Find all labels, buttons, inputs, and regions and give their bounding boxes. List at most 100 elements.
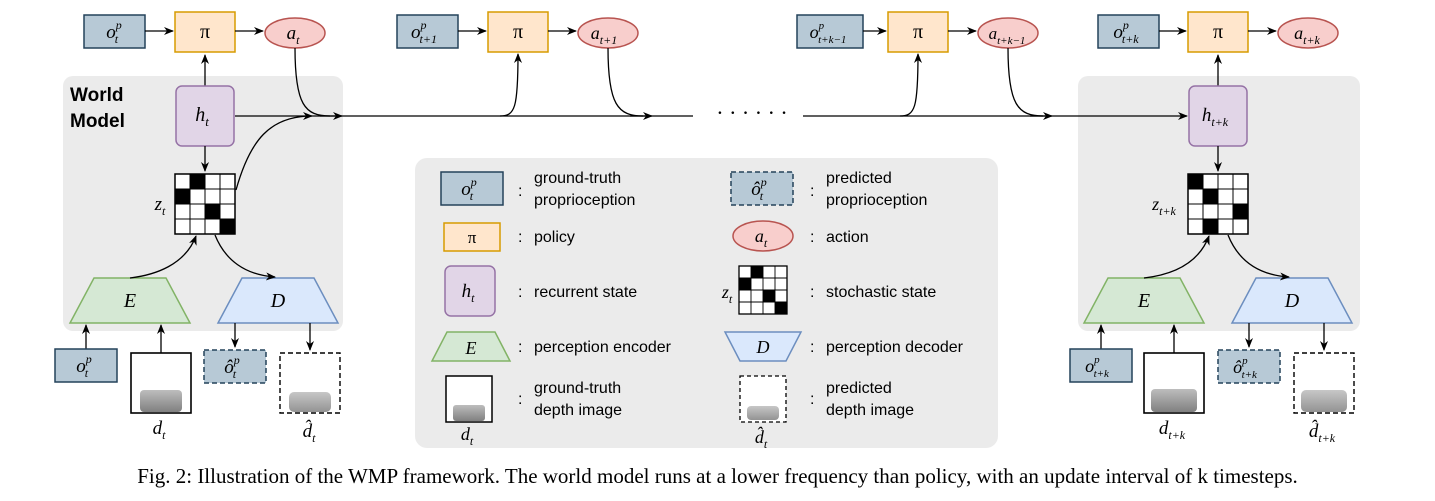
decoder-label: D — [1284, 290, 1300, 312]
legend-encoder-symbol — [430, 331, 512, 362]
encoder-label: E — [123, 290, 136, 312]
world-model-title: World — [70, 85, 123, 106]
decoder-trapezoid — [216, 277, 340, 324]
obs-input-box — [1069, 348, 1133, 383]
depth-input-label: dt — [153, 418, 167, 442]
legend-decoder-symbol — [723, 331, 803, 362]
legend-gt-proprio-text: ground-truth — [534, 170, 621, 187]
svg-text:π: π — [468, 228, 477, 247]
svg-text::: : — [810, 284, 814, 301]
svg-text::: : — [518, 391, 522, 408]
depth-input-label: dt+k — [1159, 418, 1186, 442]
legend-gt-proprio-symbol — [440, 171, 504, 206]
decoder-trapezoid — [1230, 277, 1354, 324]
action-ellipse — [1277, 17, 1339, 49]
depth-pred-image — [289, 392, 331, 412]
legend-decoder-text: perception decoder — [826, 339, 964, 356]
action-label: at+k — [1294, 23, 1320, 47]
legend-action-symbol — [732, 220, 794, 252]
svg-text:ht: ht — [462, 281, 476, 305]
svg-text:D: D — [756, 337, 770, 357]
legend-panel — [415, 158, 998, 448]
svg-text:d̂t: d̂t — [755, 426, 768, 451]
obs-box — [1097, 14, 1160, 49]
obs-box — [396, 14, 459, 49]
ellipsis: · · · · · · — [716, 100, 787, 125]
legend-pred-proprio-text: predicted — [826, 170, 892, 187]
policy-label: π — [513, 21, 523, 43]
stochastic-label: zt+k — [1151, 194, 1176, 218]
obs-box — [796, 14, 864, 49]
encoder-trapezoid — [1082, 277, 1206, 324]
policy-box — [174, 11, 236, 53]
svg-text:ôpt: ôpt — [751, 175, 767, 203]
policy-box — [1187, 11, 1249, 53]
legend-gt-depth-text: ground-truth — [534, 380, 621, 397]
action-label: at+1 — [591, 23, 617, 47]
svg-text:depth image: depth image — [826, 402, 914, 419]
svg-text::: : — [810, 183, 814, 200]
action-label: at+k−1 — [989, 24, 1026, 47]
legend-recurrent-text: recurrent state — [534, 284, 637, 301]
legend-stochastic-text: stochastic state — [826, 284, 936, 301]
svg-text::: : — [518, 229, 522, 246]
svg-text:proprioception: proprioception — [534, 192, 635, 209]
svg-text:at: at — [755, 226, 768, 250]
legend-pred-depth-text: predicted — [826, 380, 892, 397]
policy-label: π — [1213, 21, 1223, 43]
svg-text::: : — [518, 183, 522, 200]
svg-text:depth image: depth image — [534, 402, 622, 419]
svg-text::: : — [518, 284, 522, 301]
obs-input-box — [54, 348, 118, 383]
depth-pred-image — [1301, 390, 1347, 412]
stochastic-grid — [1187, 173, 1249, 235]
action-label: at — [287, 23, 301, 47]
depth-pred-label: d̂t+k — [1309, 420, 1336, 445]
stochastic-label: zt — [154, 194, 166, 218]
figure-caption: Fig. 2: Illustration of the WMP framewor… — [137, 464, 1298, 488]
legend-stochastic-symbol — [738, 265, 788, 315]
hidden-state-label: ht+k — [1202, 105, 1229, 129]
policy-box — [887, 11, 949, 53]
svg-text:zt: zt — [721, 282, 733, 306]
legend-recurrent-symbol — [444, 265, 496, 317]
legend-action-text: action — [826, 229, 869, 246]
svg-text::: : — [810, 339, 814, 356]
legend-pred-proprio-symbol — [730, 171, 794, 206]
svg-text:proprioception: proprioception — [826, 192, 927, 209]
policy-box — [487, 11, 549, 53]
depth-input-image — [1151, 389, 1197, 412]
svg-text::: : — [810, 391, 814, 408]
svg-text::: : — [518, 339, 522, 356]
svg-text:opt: opt — [461, 175, 477, 203]
svg-text:E: E — [465, 338, 477, 358]
encoder-trapezoid — [68, 277, 192, 324]
svg-text:dt: dt — [461, 424, 474, 448]
world-model-title-line2: Model — [70, 111, 125, 132]
encoder-label: E — [1137, 290, 1150, 312]
legend-encoder-text: perception encoder — [534, 339, 672, 356]
depth-pred-label: d̂t — [303, 420, 317, 445]
policy-label: π — [200, 21, 210, 43]
hidden-state-label: ht — [195, 104, 209, 129]
obs-pred-box — [1217, 349, 1281, 384]
legend-policy-text: policy — [534, 229, 575, 246]
policy-label: π — [913, 21, 923, 43]
decoder-label: D — [270, 290, 286, 312]
depth-input-image — [140, 390, 182, 412]
legend-policy-symbol — [443, 222, 501, 252]
stochastic-grid — [174, 173, 236, 235]
